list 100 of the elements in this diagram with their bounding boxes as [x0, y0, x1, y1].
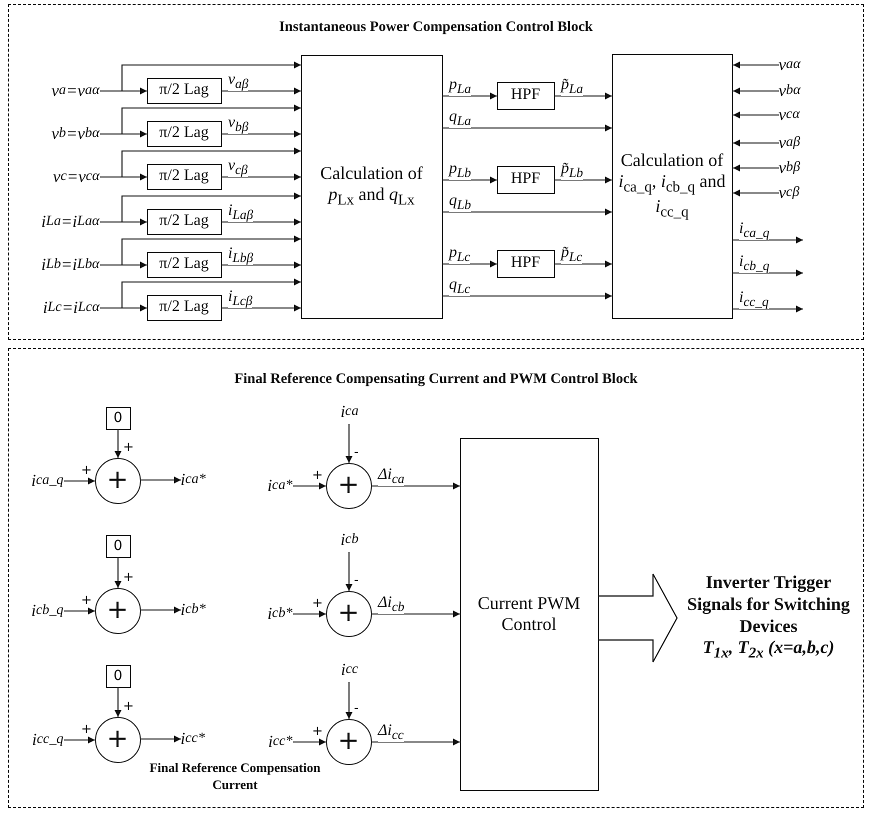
plus-sign: + — [106, 724, 128, 754]
constant-box — [106, 534, 130, 558]
box-label: 0 — [114, 668, 122, 684]
signal-arrow — [64, 608, 95, 614]
signal-arrow — [222, 304, 301, 312]
box-label: Calculation of p$_{Lx}$ and q$_{Lx}$ — [319, 163, 424, 210]
sign-label: + — [123, 441, 134, 454]
signal-arrow — [443, 92, 497, 100]
box-label: π/2 Lag — [159, 167, 209, 186]
signal-arrow — [733, 164, 779, 172]
box-label: 0 — [114, 538, 122, 554]
signal-arrow — [141, 736, 181, 742]
signal-arrow — [443, 260, 497, 268]
sign-label: + — [81, 464, 92, 477]
plus-sign: + — [338, 470, 360, 500]
signal-arrow — [733, 190, 779, 196]
group-title: Instantaneous Power Compensation Control Block — [279, 19, 593, 36]
signal-arrow — [222, 262, 301, 268]
signal-arrow — [293, 610, 326, 618]
process-box — [146, 120, 222, 146]
summing-junction — [326, 462, 372, 508]
signal-arrow — [443, 124, 612, 132]
box-label: π/2 Lag — [159, 212, 209, 231]
signal-arrow — [733, 112, 779, 118]
constant-box — [106, 664, 130, 688]
signal-arrow — [114, 688, 122, 717]
plus-sign: + — [106, 466, 128, 496]
signal-arrow — [443, 292, 612, 300]
signal-label: i$_{Lbβ}$ — [228, 246, 254, 265]
group-title: Final Reference Compensating Current and PWM Control Block — [234, 371, 638, 388]
process-box — [460, 438, 598, 790]
signal-arrow — [346, 552, 352, 591]
signal-label: p̃$_{Lc}$ — [561, 245, 582, 264]
process-box — [496, 166, 554, 194]
signal-arrow — [100, 174, 147, 180]
hollow-arrow — [598, 573, 678, 663]
sign-label: + — [312, 597, 323, 610]
box-label: π/2 Lag — [159, 255, 209, 274]
signal-arrow — [372, 610, 460, 618]
signal-label: Δi$_{ca}$ — [378, 467, 404, 486]
box-label: π/2 Lag — [159, 298, 209, 317]
signal-arrow — [100, 218, 147, 226]
signal-label: i$_{Laβ}$ — [228, 203, 254, 222]
process-box — [146, 164, 222, 190]
signal-arrow — [346, 682, 352, 719]
process-box — [300, 54, 442, 318]
signal-arrow — [64, 736, 95, 744]
box-label: HPF — [510, 86, 540, 105]
dashed-group-frame — [8, 348, 864, 808]
note-label: Final Reference Compensation Current — [148, 760, 322, 794]
box-label: Calculation of i$_{ca_q}$, i$_{cb_q}$ and i$_{cc_q}$ — [617, 150, 727, 222]
signal-arrow — [222, 174, 301, 180]
summing-junction — [94, 716, 140, 762]
process-box — [496, 82, 554, 110]
signal-arrow — [100, 130, 147, 138]
output-title: Inverter Trigger Signals for Switching Devices — [686, 572, 851, 638]
signal-arrow — [733, 62, 779, 68]
box-label: π/2 Lag — [159, 81, 209, 100]
signal-arrow — [443, 208, 612, 216]
summing-junction — [326, 590, 372, 636]
signal-arrow — [733, 270, 803, 276]
constant-box — [106, 406, 130, 430]
signal-arrow — [733, 140, 779, 146]
signal-arrow — [555, 92, 612, 100]
signal-arrow — [100, 262, 147, 268]
signal-arrow — [555, 176, 612, 184]
process-box — [146, 78, 222, 104]
signal-label: p̃$_{Lb}$ — [561, 161, 584, 180]
process-box — [146, 208, 222, 234]
signal-arrow — [100, 304, 147, 312]
signal-label: i$_{cc_q}$ — [739, 290, 769, 309]
process-box — [146, 252, 222, 278]
signal-arrow — [114, 430, 122, 458]
signal-arrow — [293, 738, 326, 746]
signal-arrow — [222, 218, 301, 226]
sign-label: + — [81, 723, 92, 736]
sign-label: + — [123, 700, 134, 713]
signal-arrow — [733, 236, 803, 244]
sign-label: + — [81, 594, 92, 607]
signal-arrow — [733, 88, 779, 94]
sign-label: + — [312, 725, 323, 738]
signal-label: p̃$_{La}$ — [561, 77, 584, 96]
signal-label: T$_{1x}$, T$_{2x}$ (x=a,b,c) — [702, 637, 834, 663]
signal-label: i$_{Lcβ}$ — [228, 289, 252, 308]
signal-arrow — [141, 476, 181, 484]
signal-label: i$_{ca_q}$ — [739, 221, 770, 240]
process-box — [496, 250, 554, 278]
process-box — [146, 294, 222, 320]
summing-junction — [94, 458, 140, 504]
plus-sign: + — [338, 598, 360, 628]
signal-label: i$_{cb_q}$ — [739, 254, 770, 273]
signal-label: Δi$_{cc}$ — [378, 723, 404, 742]
signal-arrow — [555, 260, 612, 268]
signal-arrow — [372, 482, 460, 490]
sign-label: + — [312, 469, 323, 482]
signal-arrow — [64, 478, 95, 484]
summing-junction — [94, 588, 140, 634]
process-box — [612, 54, 732, 318]
sign-label: + — [123, 571, 134, 584]
plus-sign: + — [338, 726, 360, 756]
